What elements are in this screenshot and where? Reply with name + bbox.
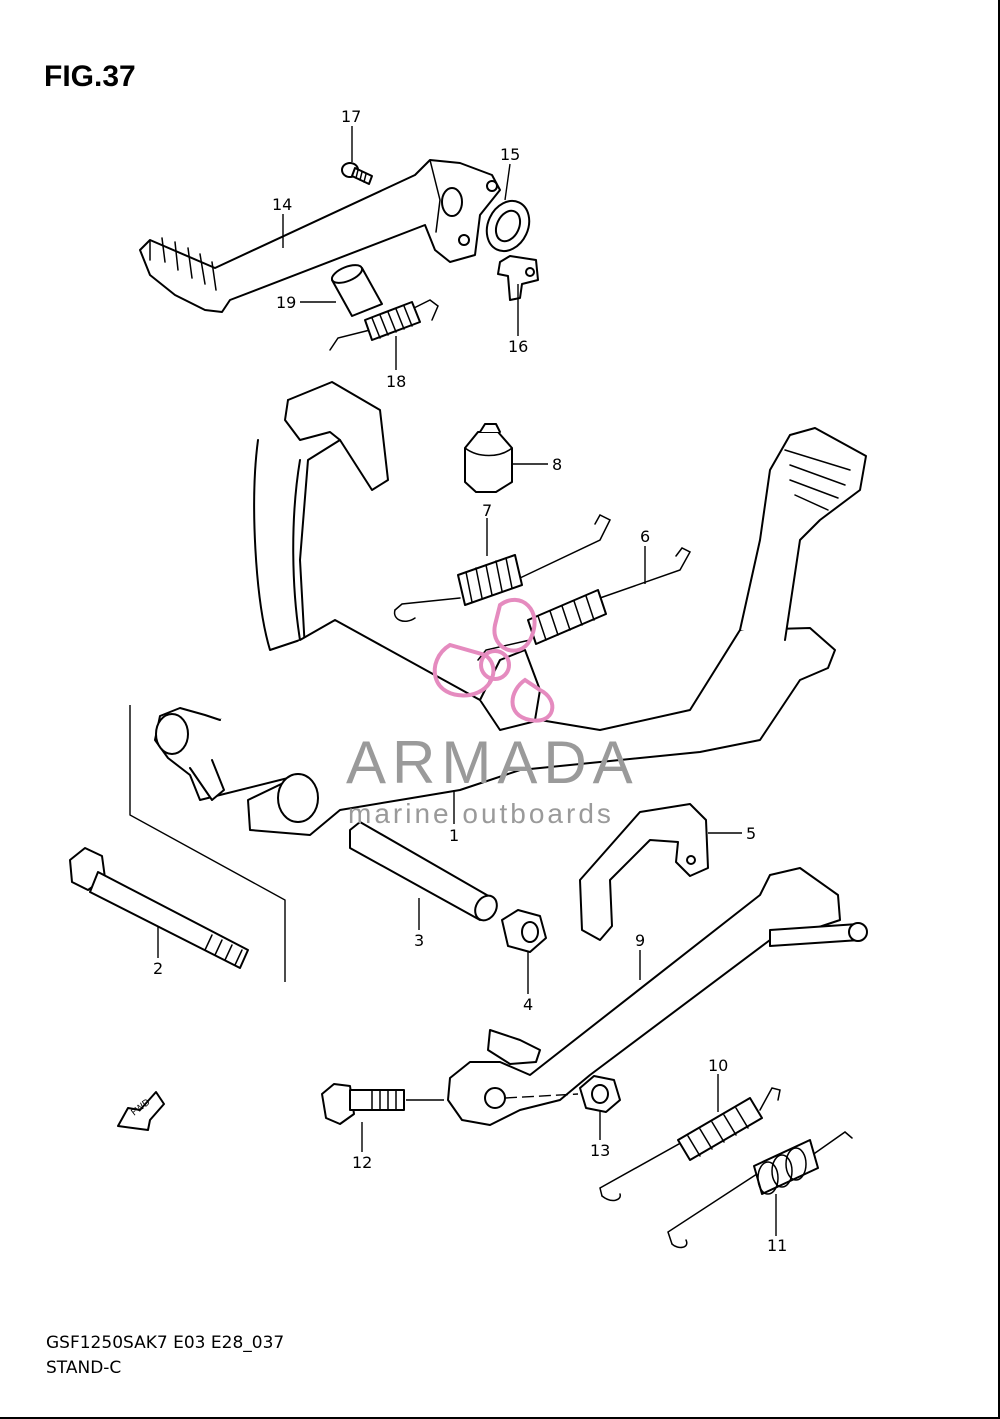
callout-19: 19 [276, 293, 296, 312]
long-bolt-part-2[interactable] [69, 847, 249, 969]
washer-part-15[interactable] [479, 194, 537, 258]
callout-18: 18 [386, 372, 406, 391]
callout-2: 2 [153, 959, 163, 978]
bolt-part-17[interactable] [341, 162, 373, 185]
diagram-name: STAND-C [46, 1358, 122, 1378]
callout-17: 17 [341, 107, 361, 126]
watermark-brand: ARMADA [346, 729, 639, 796]
callout-1: 1 [449, 826, 459, 845]
callout-8: 8 [552, 455, 562, 474]
callout-13: 13 [590, 1141, 610, 1160]
callout-5: 5 [746, 824, 756, 843]
callout-14: 14 [272, 195, 292, 214]
callout-labels: 17 15 14 19 16 18 8 7 6 1 5 2 3 4 9 12 1… [153, 107, 787, 1255]
pivot-bolt-part-12[interactable] [321, 1083, 405, 1125]
callout-15: 15 [500, 145, 520, 164]
callout-16: 16 [508, 337, 528, 356]
spring-part-10[interactable] [599, 1087, 781, 1202]
callout-6: 6 [640, 527, 650, 546]
clip-part-16[interactable] [497, 255, 539, 301]
spring-part-11[interactable] [667, 1131, 853, 1249]
rubber-part-8[interactable] [464, 423, 513, 493]
callout-3: 3 [414, 931, 424, 950]
bracket-part-5[interactable] [579, 803, 709, 941]
leader-lines [157, 126, 777, 1236]
callout-9: 9 [635, 931, 645, 950]
side-stand-part-9[interactable] [447, 867, 868, 1126]
diagram-code: GSF1250SAK7 E03 E28_037 [46, 1333, 285, 1353]
bush-part-19[interactable] [330, 262, 383, 317]
forward-arrow-icon: FWD [117, 1091, 165, 1131]
callout-12: 12 [352, 1153, 372, 1172]
nut-part-13[interactable] [579, 1075, 621, 1113]
center-stand-part-1[interactable] [154, 381, 867, 836]
brake-pedal-part-14[interactable] [139, 159, 501, 313]
callout-7: 7 [482, 501, 492, 520]
nut-part-4[interactable] [501, 909, 547, 953]
watermark-tagline: marine outboards [348, 798, 614, 829]
callout-4: 4 [523, 995, 533, 1014]
shaft-part-3[interactable] [349, 821, 501, 924]
callout-10: 10 [708, 1056, 728, 1075]
figure-title: FIG.37 [44, 60, 136, 93]
watermark-logo-icon [432, 598, 555, 723]
callout-11: 11 [767, 1236, 787, 1255]
spring-part-7[interactable] [393, 514, 612, 622]
assembly-outline [129, 705, 286, 982]
spring-part-18[interactable] [329, 299, 439, 351]
